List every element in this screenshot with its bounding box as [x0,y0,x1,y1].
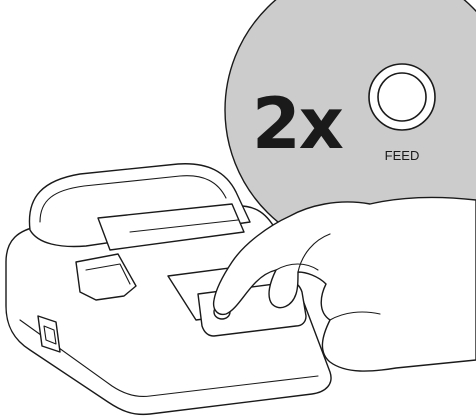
feed-button-label: FEED [385,148,420,163]
press-count-label: 2x [252,83,344,165]
feed-button-icon [369,64,435,130]
